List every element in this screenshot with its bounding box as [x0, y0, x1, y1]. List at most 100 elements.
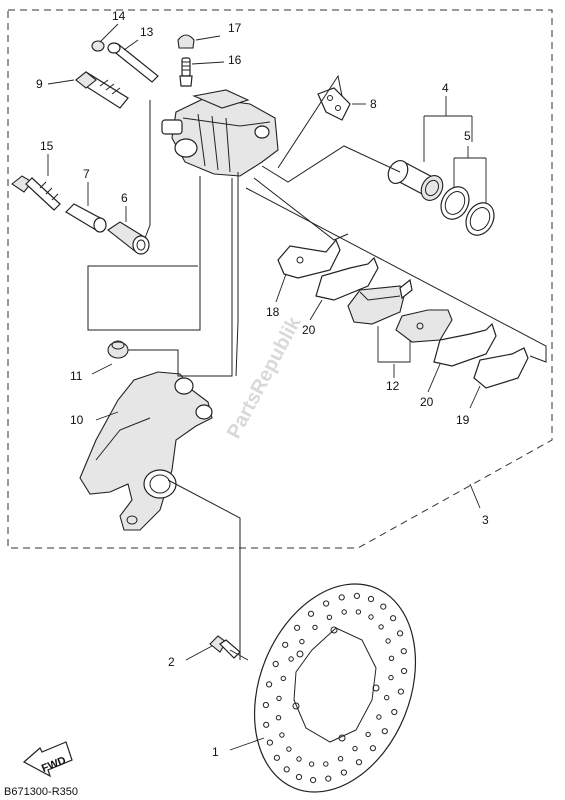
disc-hole [266, 739, 273, 746]
diagram-code: B671300-R350 [4, 786, 78, 798]
disc-hole [367, 595, 375, 603]
caliper-body [161, 89, 279, 177]
disc-hole [368, 614, 374, 620]
disc-hole [369, 745, 376, 752]
callout-20-lower: 20 [420, 395, 434, 409]
disc-hole [337, 756, 344, 762]
watermark: PartsRepublik [223, 313, 306, 443]
disc-hole [296, 756, 302, 762]
disc-hole [295, 773, 303, 781]
disc-hole [388, 655, 395, 661]
callout-12: 12 [386, 379, 400, 393]
disc-hole [397, 630, 404, 637]
disc-hole [365, 731, 371, 738]
bolt-15 [11, 175, 61, 211]
callout-8: 8 [370, 97, 377, 111]
brake-disc [253, 583, 417, 793]
disc-hole [352, 745, 358, 752]
disc-hole [275, 715, 282, 721]
callout-3: 3 [482, 513, 489, 527]
disc-hole [400, 648, 407, 655]
callout-14: 14 [112, 9, 126, 23]
pad-shim-19 [473, 347, 529, 389]
disc-hole [340, 769, 347, 776]
disc-hole [279, 732, 285, 738]
disc-hole [276, 695, 282, 702]
callout-4: 4 [442, 81, 449, 95]
piston [387, 159, 444, 201]
disc-hole [263, 721, 270, 728]
disc-hole [355, 759, 363, 766]
pad-shim-18 [277, 238, 341, 279]
pad-clip [317, 87, 351, 121]
callout-15: 15 [40, 139, 54, 153]
disc-hole [391, 708, 398, 716]
disc-hole [388, 674, 394, 681]
piston-seal-2 [465, 202, 495, 236]
disc-hole [288, 656, 294, 662]
bleed-screw-cap [177, 34, 195, 49]
disc-hole [273, 754, 280, 761]
callout-10: 10 [70, 413, 84, 427]
callout-9: 9 [36, 77, 43, 91]
disc-hole [326, 614, 333, 620]
disc-hole [338, 594, 345, 601]
pin-bolt [107, 42, 159, 83]
brake-pad-upper [347, 278, 413, 325]
disc-hole [397, 688, 404, 695]
disc-hole [308, 761, 315, 767]
callout-20-upper: 20 [302, 323, 316, 337]
pad-shim-20-upper [315, 256, 379, 301]
disc-hole [312, 624, 318, 631]
assembly-lines [87, 74, 547, 661]
disc-hole [353, 592, 360, 600]
disc-hole [294, 624, 301, 631]
disc-hole [323, 761, 329, 767]
disc-hole [341, 609, 347, 615]
disc-hole [266, 681, 273, 688]
callout-13: 13 [140, 25, 154, 39]
disc-hole [378, 624, 384, 630]
callout-6: 6 [121, 191, 128, 205]
disc-hole [385, 638, 391, 644]
disc-hole [283, 766, 290, 773]
callout-18: 18 [266, 305, 280, 319]
callout-17: 17 [228, 21, 242, 35]
pad-shim-20-lower [433, 322, 497, 367]
piston-seal-1 [440, 186, 470, 220]
disc-hole [401, 667, 408, 675]
forward-arrow-icon: FWD [22, 741, 73, 778]
disc-hole [390, 615, 397, 622]
disc-hole [376, 714, 382, 720]
disc-hole [355, 609, 362, 615]
callout-1: 1 [212, 745, 219, 759]
callout-5: 5 [464, 129, 471, 143]
disc-hole [299, 638, 305, 645]
callout-19: 19 [456, 413, 470, 427]
disc-hole [381, 728, 388, 735]
brake-pad-lower [395, 309, 453, 343]
disc-hole [323, 600, 330, 607]
bolt-9 [74, 71, 129, 109]
disc-hole [282, 641, 289, 648]
plug [91, 40, 105, 52]
bushing [107, 340, 129, 359]
boot [107, 221, 150, 255]
bleed-screw [179, 57, 193, 87]
disc-hole [286, 746, 292, 752]
disc-hole [272, 660, 279, 668]
disc-hole [384, 694, 390, 701]
caliper-bracket [79, 371, 213, 531]
disc-drill-holes [262, 592, 408, 784]
sleeve [65, 203, 107, 233]
disc-hole [310, 777, 317, 784]
disc-hole [380, 603, 387, 610]
disc-bolt [209, 635, 241, 659]
callout-7: 7 [83, 167, 90, 181]
disc-hole [307, 610, 315, 617]
callout-2: 2 [168, 655, 175, 669]
disc-hole [280, 675, 286, 682]
callout-16: 16 [228, 53, 242, 67]
disc-hole [325, 775, 332, 782]
